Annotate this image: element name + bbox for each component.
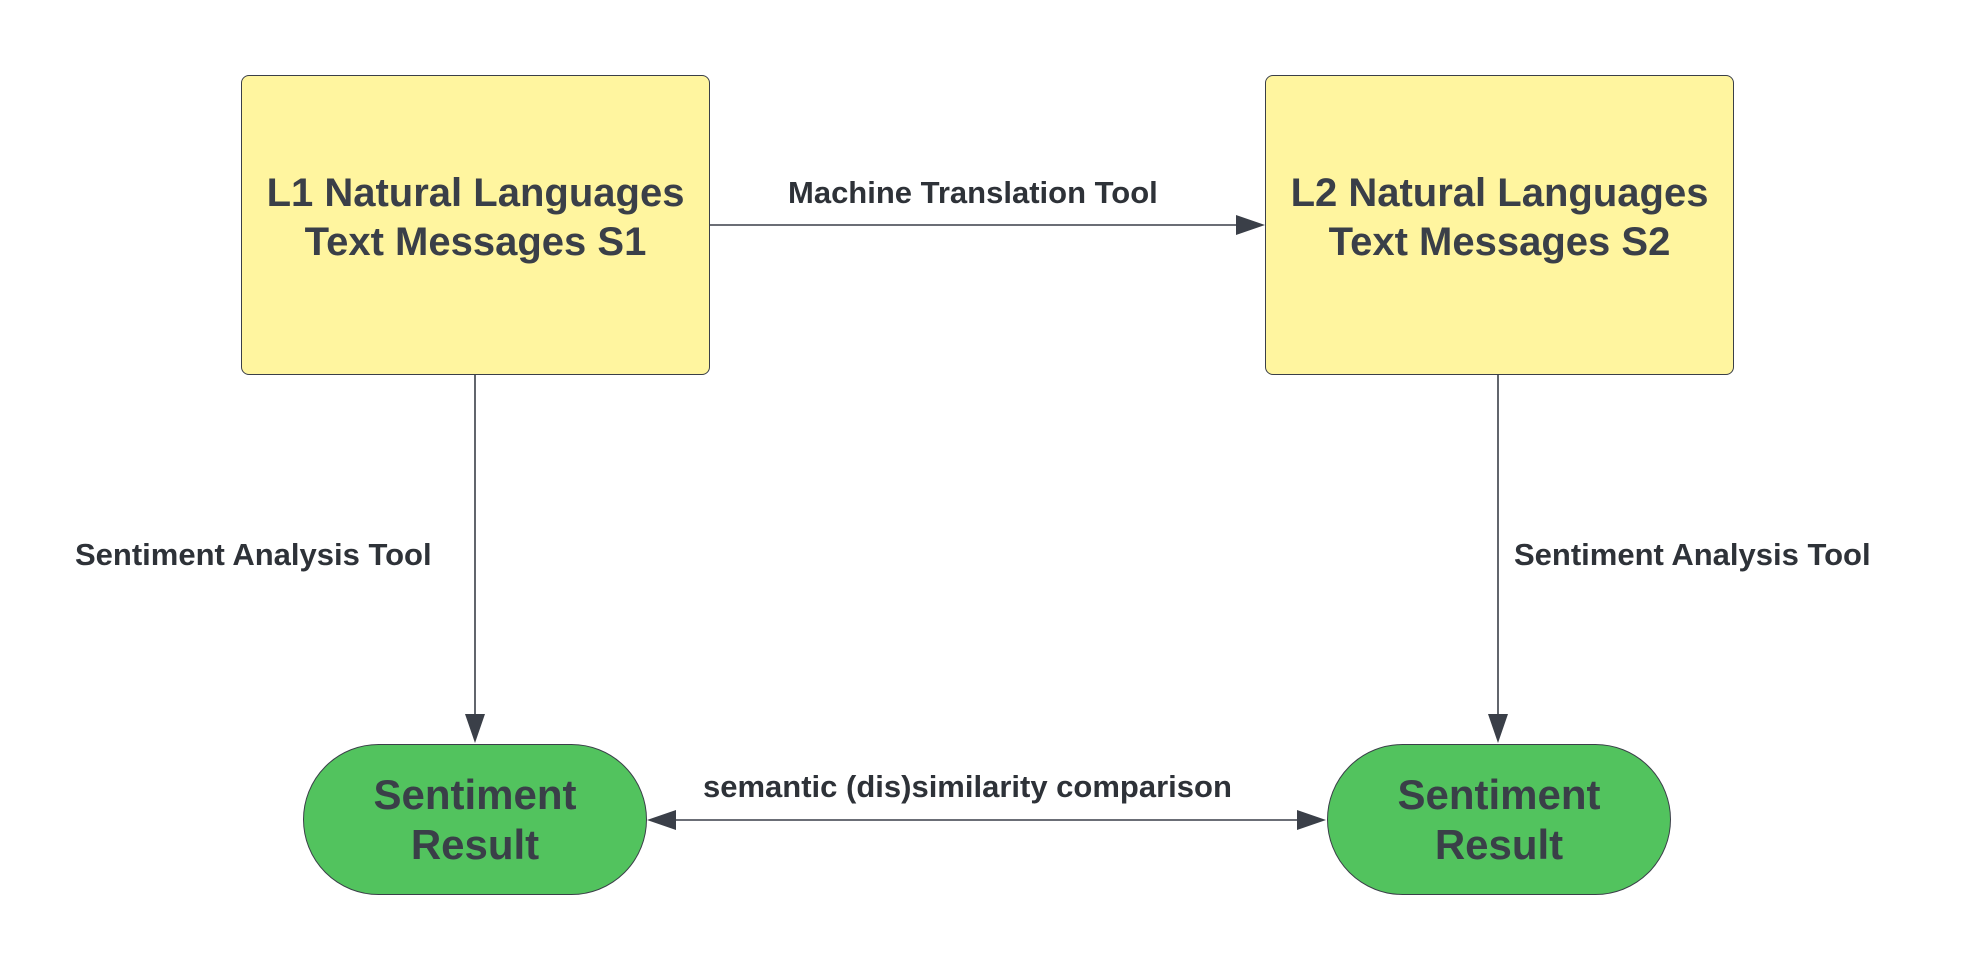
comparison-arrow bbox=[647, 810, 1326, 830]
sentiment-result-left: Sentiment Result bbox=[303, 744, 647, 895]
translated-text-line2: Text Messages S2 bbox=[1328, 220, 1671, 264]
arrowhead-left bbox=[647, 810, 676, 830]
source-text-label: L1 Natural Languages Text Messages S1 bbox=[267, 169, 685, 267]
sentiment-left-edge-label: Sentiment Analysis Tool bbox=[75, 537, 432, 572]
translation-edge-label: Machine Translation Tool bbox=[788, 175, 1158, 210]
sentiment-result-left-line1: Sentiment bbox=[373, 770, 577, 818]
translation-arrow bbox=[710, 215, 1265, 235]
arrowhead-down-right bbox=[1488, 714, 1508, 743]
sentiment-result-right-line2: Result bbox=[1434, 820, 1564, 868]
comparison-edge-label: semantic (dis)similarity comparison bbox=[703, 769, 1232, 804]
sentiment-result-right: Sentiment Result bbox=[1327, 744, 1671, 895]
translated-text-line1: L2 Natural Languages bbox=[1290, 171, 1709, 215]
sentiment-right-edge-label: Sentiment Analysis Tool bbox=[1514, 537, 1871, 572]
source-text-box: L1 Natural Languages Text Messages S1 bbox=[241, 75, 710, 375]
source-text-line2: Text Messages S1 bbox=[304, 220, 647, 264]
translated-text-box: L2 Natural Languages Text Messages S2 bbox=[1265, 75, 1734, 375]
arrowhead-right-compare bbox=[1297, 810, 1326, 830]
sentiment-arrow-left bbox=[465, 375, 485, 743]
source-text-line1: L1 Natural Languages bbox=[266, 171, 685, 215]
sentiment-arrow-right bbox=[1488, 375, 1508, 743]
arrowhead-right bbox=[1236, 215, 1265, 235]
arrowhead-down-left bbox=[465, 714, 485, 743]
translated-text-label: L2 Natural Languages Text Messages S2 bbox=[1291, 169, 1709, 267]
sentiment-result-right-line1: Sentiment bbox=[1397, 770, 1601, 818]
sentiment-result-left-line2: Result bbox=[410, 820, 540, 868]
